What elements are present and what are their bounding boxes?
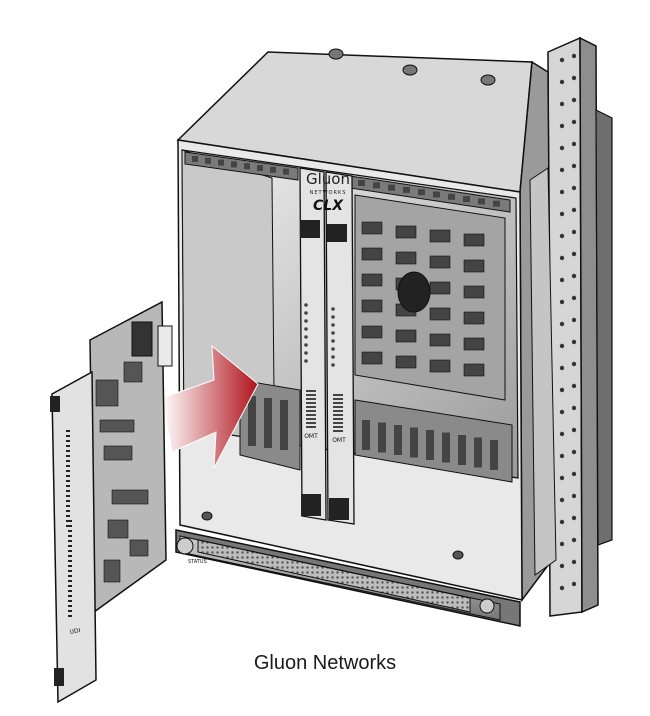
bottom-card-guides	[239, 379, 513, 483]
logo-subtitle: NETWORKS	[310, 190, 347, 196]
top-mount-screws	[328, 48, 496, 86]
removed-line-card: UDI	[50, 300, 173, 704]
gluon-logo: Gluon NETWORKS CLX	[306, 170, 350, 214]
insertion-arrow	[161, 344, 259, 469]
card-a-label: OMT	[304, 433, 318, 440]
installed-card-b: OMT	[325, 171, 355, 525]
card-b-label: OMT	[332, 437, 346, 444]
backplane-circuit-board	[354, 194, 506, 401]
rack-rail	[547, 36, 613, 617]
top-card-guides	[184, 151, 511, 213]
model-name: CLX	[313, 198, 344, 214]
board-label: UDI	[69, 627, 81, 636]
logo-name: Gluon	[306, 170, 350, 188]
status-label: STATUS	[188, 559, 207, 565]
fan-tray: STATUS	[175, 529, 521, 627]
installed-card-a: OMT	[299, 167, 327, 521]
figure-caption: Gluon Networks	[253, 652, 397, 674]
